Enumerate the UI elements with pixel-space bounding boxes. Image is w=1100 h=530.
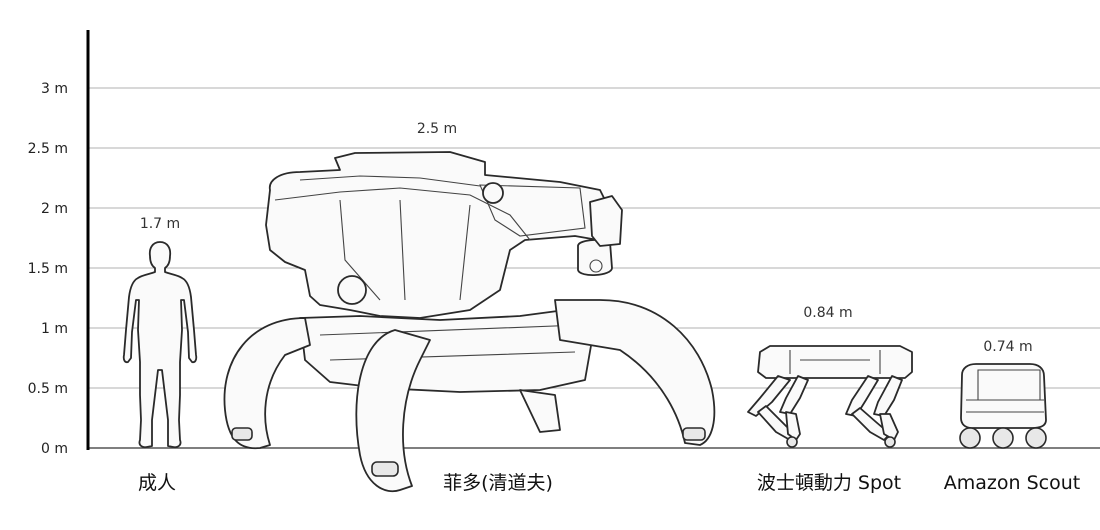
spot-robot bbox=[747, 345, 913, 448]
spider-tank-robot bbox=[223, 151, 716, 493]
value-label-spider-robot: 2.5 m bbox=[417, 121, 457, 137]
value-labels: 1.7 m 2.5 m 0.84 m 0.74 m bbox=[140, 121, 1033, 355]
category-label-spot: 波士頓動力 Spot bbox=[757, 472, 901, 494]
category-label-spider-robot: 菲多(清道夫) bbox=[443, 472, 553, 494]
amazon-scout-robot bbox=[959, 363, 1047, 449]
category-labels: 成人 菲多(清道夫) 波士頓動力 Spot Amazon Scout bbox=[138, 472, 1080, 494]
y-tick-label: 0.5 m bbox=[28, 381, 68, 397]
category-label-adult: 成人 bbox=[138, 472, 176, 494]
y-tick-label: 1.5 m bbox=[28, 261, 68, 277]
y-axis-ticks: 0 m 0.5 m 1 m 1.5 m 2 m 2.5 m 3 m bbox=[28, 81, 68, 457]
y-tick-label: 0 m bbox=[41, 441, 68, 457]
value-label-scout: 0.74 m bbox=[983, 339, 1032, 355]
y-tick-label: 3 m bbox=[41, 81, 68, 97]
value-label-spot: 0.84 m bbox=[803, 305, 852, 321]
category-label-scout: Amazon Scout bbox=[944, 472, 1080, 494]
y-tick-label: 2.5 m bbox=[28, 141, 68, 157]
y-tick-label: 2 m bbox=[41, 201, 68, 217]
adult-figure bbox=[122, 241, 198, 449]
y-tick-label: 1 m bbox=[41, 321, 68, 337]
value-label-adult: 1.7 m bbox=[140, 216, 180, 232]
